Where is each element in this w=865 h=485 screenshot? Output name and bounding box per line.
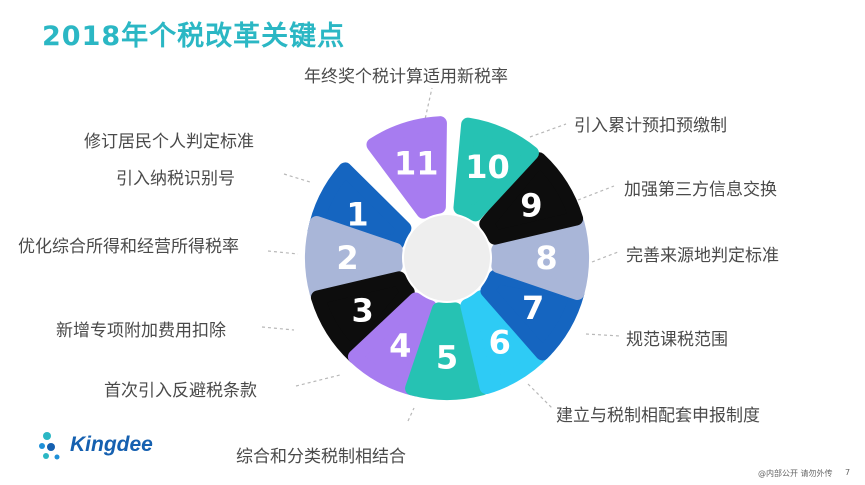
petal-shape bbox=[491, 216, 589, 300]
petal-5: 5 bbox=[405, 302, 489, 400]
connector-5 bbox=[407, 407, 415, 422]
point-label-9: 加强第三方信息交换 bbox=[624, 180, 777, 200]
page-title: 2018年个税改革关键点 bbox=[42, 21, 346, 52]
point-label-2: 优化综合所得和经营所得税率 bbox=[18, 237, 239, 257]
petal-11: 11 bbox=[366, 116, 447, 219]
point-label-11: 年终奖个税计算适用新税率 bbox=[304, 67, 508, 87]
point-label-extra: 修订居民个人判定标准 bbox=[84, 132, 254, 152]
petal-shape bbox=[480, 269, 585, 361]
logo-text: Kingdee bbox=[70, 433, 153, 456]
petal-number: 8 bbox=[535, 239, 557, 277]
petal-number: 4 bbox=[389, 327, 411, 365]
connector-6 bbox=[527, 383, 553, 409]
point-label-5: 综合和分类税制相结合 bbox=[236, 447, 406, 467]
point-label-1: 引入纳税识别号 bbox=[116, 169, 235, 189]
petal-number: 3 bbox=[351, 292, 373, 330]
petal-shape bbox=[305, 216, 403, 300]
petal-shape bbox=[310, 271, 415, 364]
connector-3 bbox=[261, 326, 295, 331]
point-label-6: 建立与税制相配套申报制度 bbox=[556, 406, 760, 426]
footer-note: @内部公开 请勿外传 bbox=[758, 469, 833, 478]
kingdee-dots-icon bbox=[39, 432, 60, 460]
petal-number: 7 bbox=[522, 289, 544, 327]
petal-shape bbox=[479, 152, 584, 245]
connector-10 bbox=[529, 123, 567, 138]
petal-shape bbox=[366, 116, 447, 219]
connector-8 bbox=[591, 251, 619, 263]
point-label-3: 新增专项附加费用扣除 bbox=[56, 321, 226, 341]
connector-1 bbox=[283, 173, 311, 183]
point-label-8: 完善来源地判定标准 bbox=[626, 246, 779, 266]
petal-number: 2 bbox=[336, 239, 358, 277]
petal-number: 11 bbox=[394, 144, 439, 182]
petal-number: 5 bbox=[436, 339, 458, 377]
page-number: 7 bbox=[845, 468, 851, 477]
center-circle bbox=[404, 215, 490, 301]
petal-3: 3 bbox=[310, 271, 415, 364]
petal-8: 8 bbox=[491, 216, 589, 300]
petal-number: 9 bbox=[520, 186, 542, 224]
petal-7: 7 bbox=[480, 269, 585, 361]
point-label-10: 引入累计预扣预缴制 bbox=[574, 116, 727, 136]
point-label-7: 规范课税范围 bbox=[626, 330, 728, 350]
petal-number: 6 bbox=[489, 323, 511, 361]
petal-9: 9 bbox=[479, 152, 584, 245]
connector-lines bbox=[261, 87, 621, 422]
petal-number: 10 bbox=[465, 148, 510, 186]
connector-2 bbox=[267, 250, 299, 255]
petal-shape bbox=[453, 117, 539, 222]
connector-4 bbox=[295, 374, 341, 387]
kingdee-logo: Kingdee bbox=[38, 430, 168, 464]
petal-10: 10 bbox=[453, 117, 539, 222]
point-label-4: 首次引入反避税条款 bbox=[104, 381, 257, 401]
petal-shape bbox=[405, 302, 489, 400]
petal-number: 1 bbox=[346, 195, 368, 233]
connector-9 bbox=[577, 185, 615, 201]
petal-2: 2 bbox=[305, 216, 403, 300]
connector-7 bbox=[585, 333, 621, 337]
